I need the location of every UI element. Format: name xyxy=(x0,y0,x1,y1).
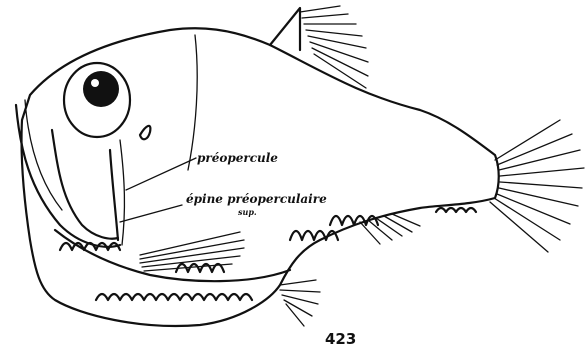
eye-highlight xyxy=(91,79,99,87)
label-preopercule: préopercule xyxy=(197,151,278,165)
opercle-line xyxy=(120,140,124,245)
ventral-keel-line xyxy=(55,230,290,281)
figure-number: 423 xyxy=(325,330,356,344)
preopercle-spine-line xyxy=(110,150,118,240)
label-epine-sup: sup. xyxy=(238,207,257,217)
label-epine-preoperculaire: épine préoperculaire xyxy=(186,192,327,206)
preopercule-leader xyxy=(126,158,196,190)
jaw-outline xyxy=(16,105,120,247)
nostril xyxy=(140,126,150,139)
photophores-ventral xyxy=(96,294,252,300)
pelvic-fin xyxy=(280,280,320,326)
photophores-caudal xyxy=(436,208,476,212)
dorsal-line xyxy=(188,35,197,170)
eye-pupil xyxy=(83,71,119,107)
dorsal-fin xyxy=(270,6,368,88)
preopercle-curve xyxy=(52,130,118,239)
epine-leader xyxy=(120,205,182,222)
caudal-fin xyxy=(490,120,584,252)
